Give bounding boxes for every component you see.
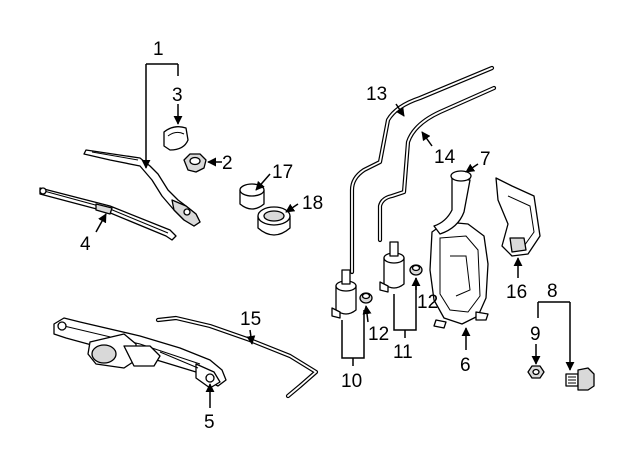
filler-neck (433, 170, 472, 235)
reservoir-bracket (495, 177, 541, 257)
callout-10: 10 (341, 371, 362, 392)
washer-pump-front (331, 269, 357, 319)
callout-18: 18 (302, 193, 323, 214)
callout-14: 14 (434, 147, 456, 168)
callout-7: 7 (480, 149, 491, 170)
callout-8: 8 (547, 281, 558, 302)
washer-reservoir (429, 221, 489, 329)
callout-15: 15 (240, 309, 261, 330)
callout-4: 4 (80, 234, 91, 255)
callout-17: 17 (272, 162, 293, 183)
pump-grommet-front (359, 292, 373, 304)
callout-2: 2 (222, 153, 233, 174)
leader-lines (95, 63, 575, 408)
callout-9: 9 (530, 324, 541, 345)
pump-grommet-rear (409, 264, 423, 276)
callout-12-front: 12 (368, 324, 389, 345)
washer-pump-rear (379, 241, 405, 293)
wiper-cap (163, 126, 189, 151)
callout-16: 16 (506, 282, 527, 303)
callout-13: 13 (366, 84, 387, 105)
callout-6: 6 (460, 355, 471, 376)
grommet (239, 183, 265, 210)
arm-nut (183, 153, 207, 173)
callout-3: 3 (172, 85, 183, 106)
callout-11: 11 (393, 342, 413, 363)
wiper-motor-linkage (53, 317, 227, 389)
washer-hoses (349, 65, 497, 275)
wiper-blade (39, 187, 177, 241)
callout-12-rear: 12 (417, 292, 438, 313)
washer-hose (155, 315, 319, 399)
callout-labels: 1 2 3 4 5 6 7 8 9 10 12 11 12 13 14 15 1… (80, 39, 558, 433)
callout-5: 5 (204, 412, 215, 433)
bolt (565, 367, 595, 391)
hex-nut (527, 365, 545, 379)
callout-1: 1 (153, 39, 164, 60)
wiper-arm (83, 149, 201, 227)
seal-ring (257, 206, 291, 236)
